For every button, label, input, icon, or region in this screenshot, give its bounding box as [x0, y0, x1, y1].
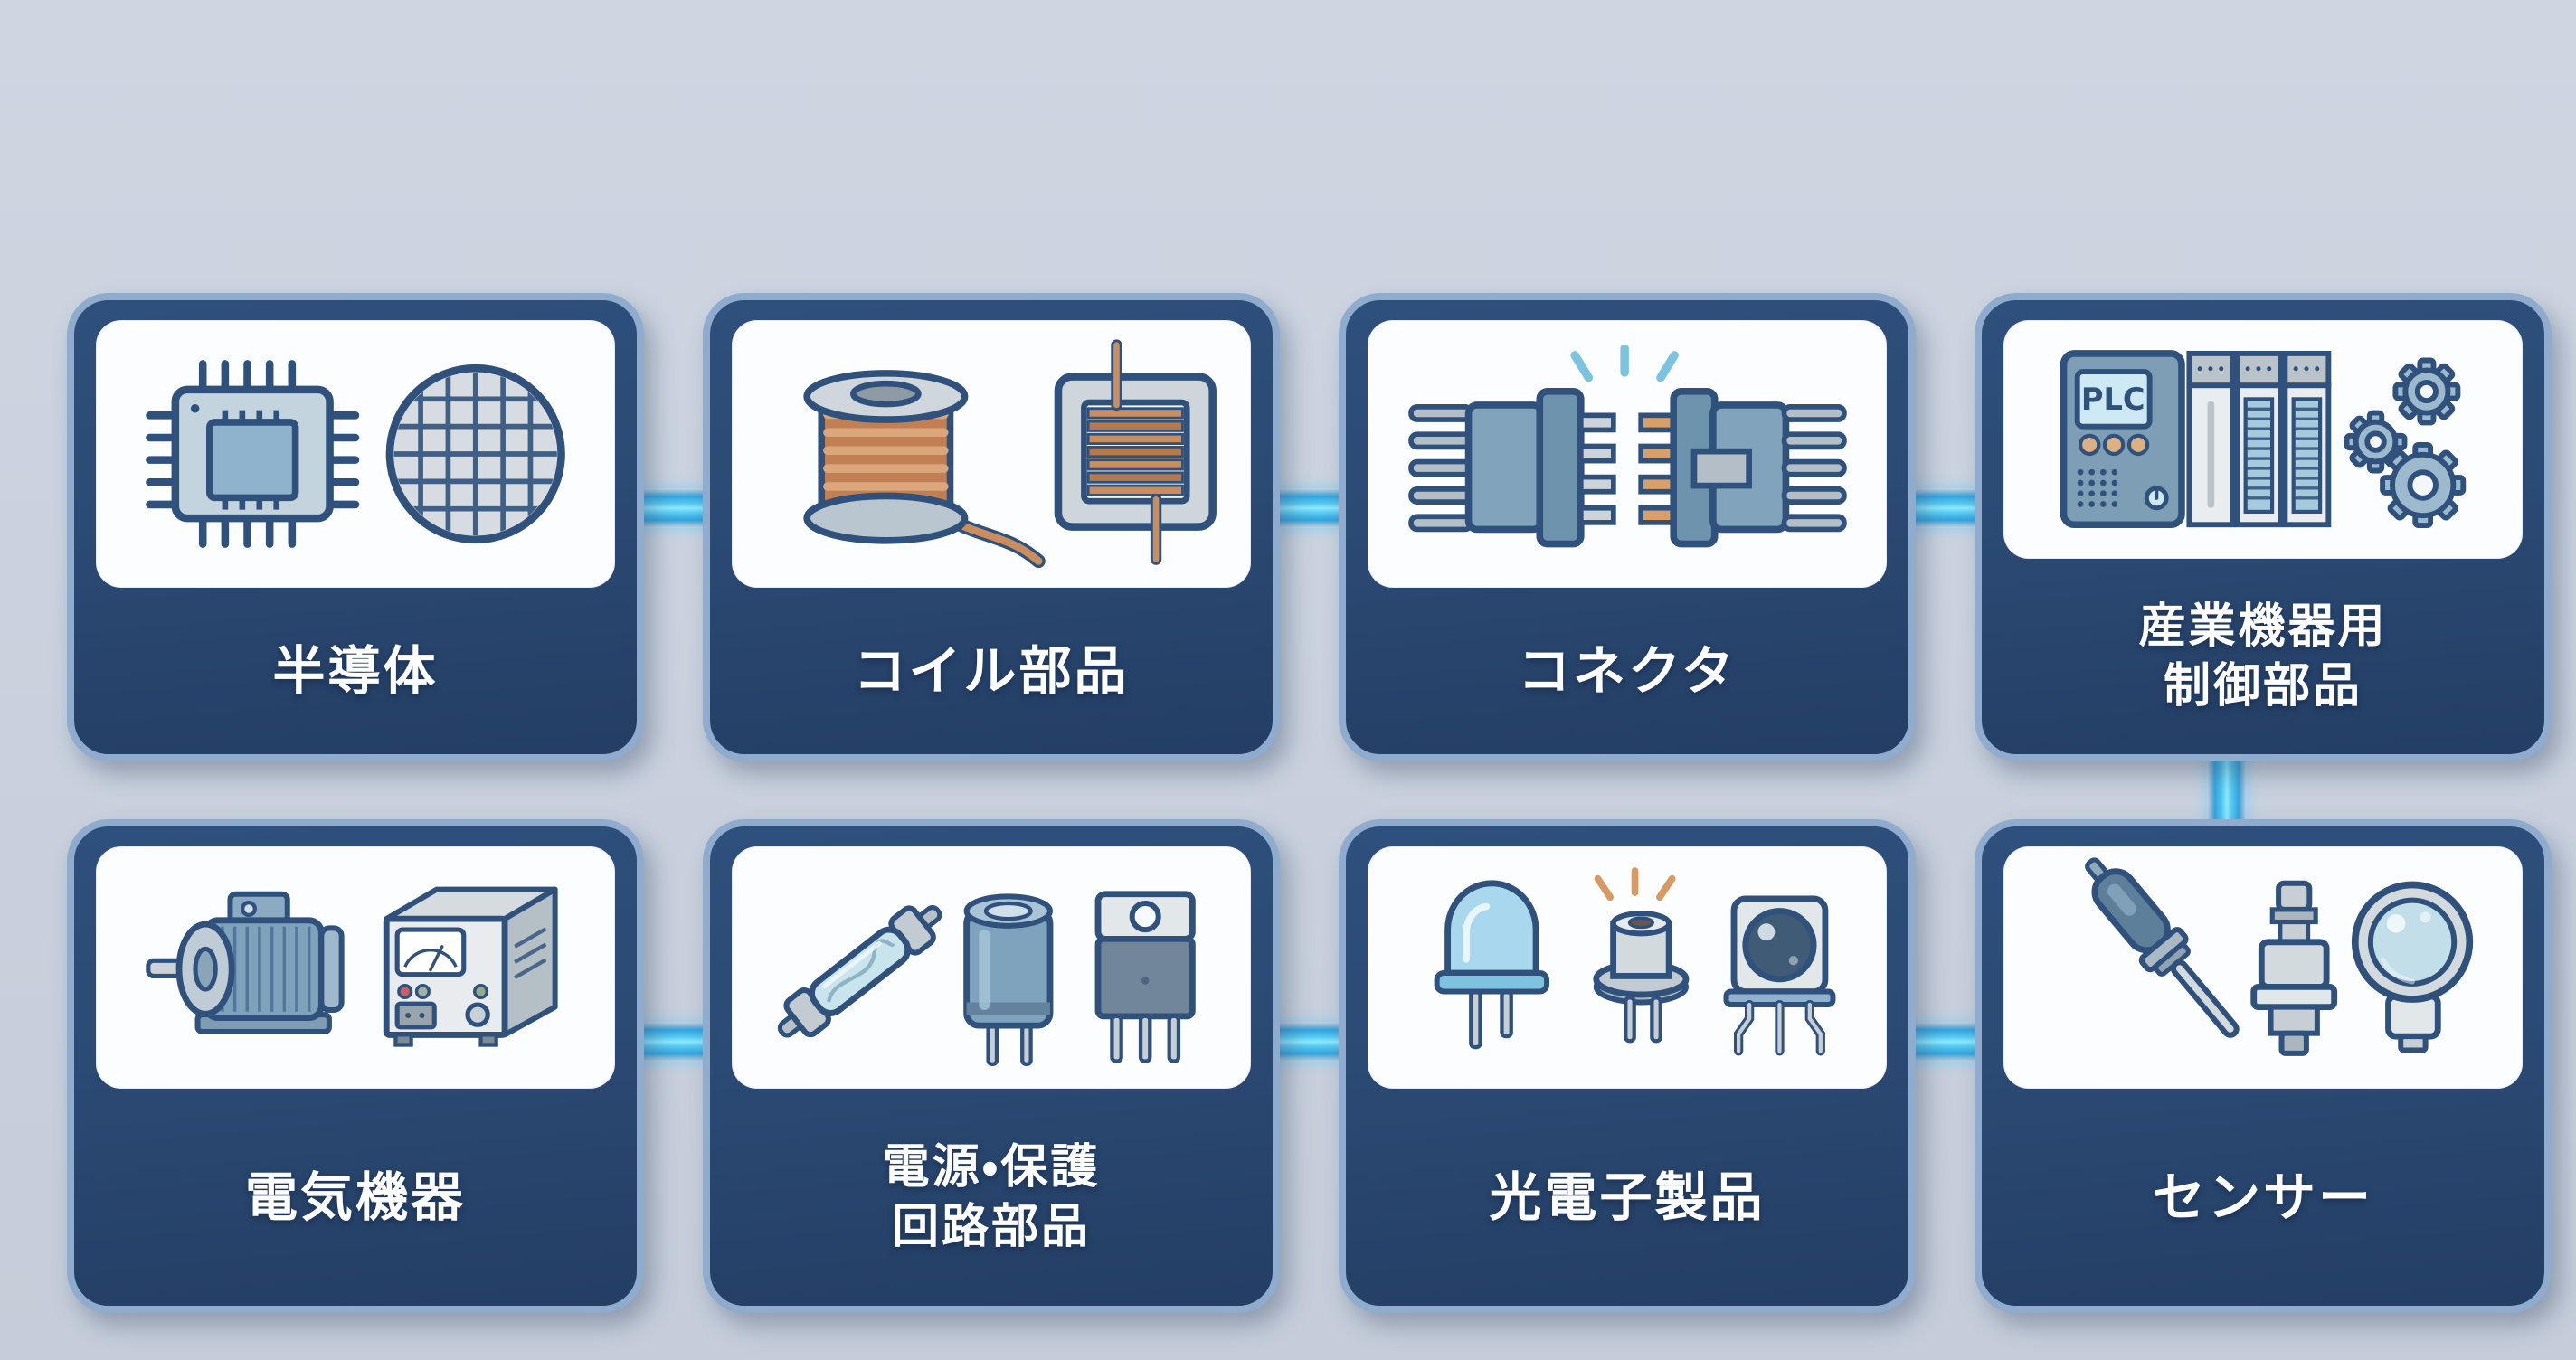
card-optoelectronics-label: 光電子製品: [1489, 1166, 1766, 1228]
card-connectors-panel: [1368, 320, 1887, 588]
card-power-label: 電源・保護 回路部品: [882, 1140, 1101, 1254]
card-sensors-label: センサー: [2152, 1166, 2373, 1228]
card-industrial-panel: PLC: [2003, 320, 2523, 559]
led-laser-photodiode-icon: [1434, 867, 1836, 1056]
card-sensors-panel: [2003, 846, 2523, 1089]
connector-row1-1: [636, 488, 712, 528]
card-optoelectronics: 光電子製品: [1339, 819, 1916, 1313]
card-semiconductor-panel: [96, 320, 615, 588]
card-sensors: センサー: [1975, 819, 2552, 1313]
card-connectors-label: コネクタ: [1518, 640, 1737, 702]
card-coil-components: コイル部品: [703, 293, 1280, 761]
wire-spool-transformer-icon: [803, 339, 1217, 569]
card-coil-panel: [732, 320, 1251, 588]
connector-row2-1: [636, 1022, 712, 1062]
card-optoelectronics-panel: [1368, 846, 1887, 1089]
card-electrical-panel: [96, 846, 615, 1089]
gear-icon: [2344, 357, 2467, 529]
card-semiconductor-label: 半導体: [272, 640, 439, 702]
connector-pair-icon: [1408, 344, 1847, 548]
card-electrical-equipment: 電気機器: [67, 819, 644, 1313]
card-industrial-label: 産業機器用 制御部品: [2138, 600, 2388, 713]
plc-gears-icon: PLC: [2060, 350, 2467, 529]
connector-row1-2: [1272, 488, 1348, 528]
fuse-capacitor-regulator-icon: [777, 891, 1196, 1067]
card-electrical-label: 電気機器: [244, 1166, 466, 1228]
connector-row1-3: [1908, 488, 1984, 528]
card-industrial-control: PLC: [1975, 293, 2552, 761]
card-power-panel: [732, 846, 1251, 1089]
connector-row2-2: [1272, 1022, 1348, 1062]
plc-screen-text: PLC: [2081, 382, 2145, 417]
card-coil-label: コイル部品: [853, 640, 1130, 702]
card-power-protection: 電源・保護 回路部品: [703, 819, 1280, 1313]
connector-row2-3: [1908, 1022, 1984, 1062]
connector-col4-vertical: [2207, 755, 2247, 826]
card-connectors: コネクタ: [1339, 293, 1916, 761]
probe-pressure-photo-sensor-icon: [2085, 857, 2474, 1056]
card-semiconductor: 半導体: [67, 293, 644, 761]
motor-power-supply-icon: [146, 886, 558, 1047]
chip-wafer-icon: [146, 360, 565, 548]
